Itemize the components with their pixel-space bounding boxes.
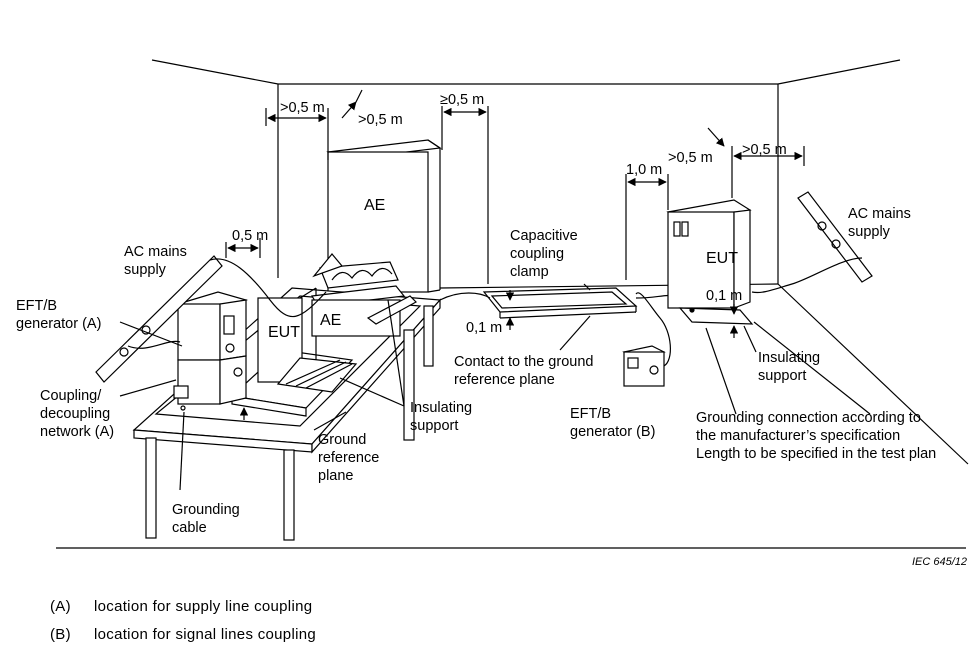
contact-ground-label: Contact to the ground reference plane — [454, 354, 598, 388]
grounding-connection-label: Grounding connection according to the ma… — [696, 410, 936, 462]
dim-ae-left: >0,5 m — [280, 100, 325, 116]
leader-lines — [119, 283, 871, 491]
legend-key-a: (A) — [50, 598, 71, 615]
legend-item-a: (A) location for supply line coupling — [50, 598, 312, 615]
coupling-network-label: Coupling/ decoupling network (A) — [40, 388, 114, 440]
labels: AE AE EUT EUT AC mains supply AC mains s… — [16, 92, 936, 536]
ac-mains-left-label: AC mains supply — [124, 244, 191, 278]
eft-generator-b — [622, 292, 671, 387]
eft-gen-a-label: EFT/B generator (A) — [16, 298, 101, 332]
dim-eut-height: 0,1 m — [706, 288, 742, 304]
figure-reference: IEC 645/12 — [911, 556, 967, 568]
legend-text-b: location for signal lines coupling — [94, 626, 316, 643]
dim-clamp: ≥0,5 m — [440, 92, 484, 108]
dim-eut-one: 1,0 m — [626, 162, 662, 178]
eut-floor-label: EUT — [706, 250, 738, 267]
eft-generator-a — [173, 291, 249, 411]
dimension-lines — [225, 89, 805, 420]
capacitive-coupling-clamp — [439, 287, 677, 319]
test-setup-figure: AE AE EUT EUT AC mains supply AC mains s… — [16, 59, 969, 549]
dim-ae-right: >0,5 m — [358, 112, 403, 128]
ae-tower-label: AE — [364, 197, 385, 214]
dim-eut-right: >0,5 m — [742, 142, 787, 158]
dim-table-half: 0,5 m — [232, 228, 268, 244]
ground-reference-plane-label: Ground reference plane — [318, 432, 383, 484]
ac-mains-strip-right — [751, 191, 873, 294]
eut-on-table — [230, 287, 358, 417]
eut-table-label: EUT — [268, 324, 300, 341]
legend-text-a: location for supply line coupling — [94, 598, 313, 615]
dim-eut-mid: >0,5 m — [668, 150, 713, 166]
legend-key-b: (B) — [50, 626, 71, 643]
grounding-cable-label: Grounding cable — [172, 502, 244, 536]
legend-item-b: (B) location for signal lines coupling — [50, 626, 316, 643]
eft-gen-b-label: EFT/B generator (B) — [570, 406, 655, 440]
ac-mains-strip-left — [95, 255, 327, 383]
insulating-support-floor-label: Insulating support — [758, 350, 824, 384]
ac-mains-right-label: AC mains supply — [848, 206, 915, 240]
dim-clamp-height: 0,1 m — [466, 320, 502, 336]
ae-table-label: AE — [320, 312, 341, 329]
insulating-support-table-label: Insulating support — [410, 400, 476, 434]
capacitive-clamp-label: Capacitive coupling clamp — [510, 228, 582, 280]
